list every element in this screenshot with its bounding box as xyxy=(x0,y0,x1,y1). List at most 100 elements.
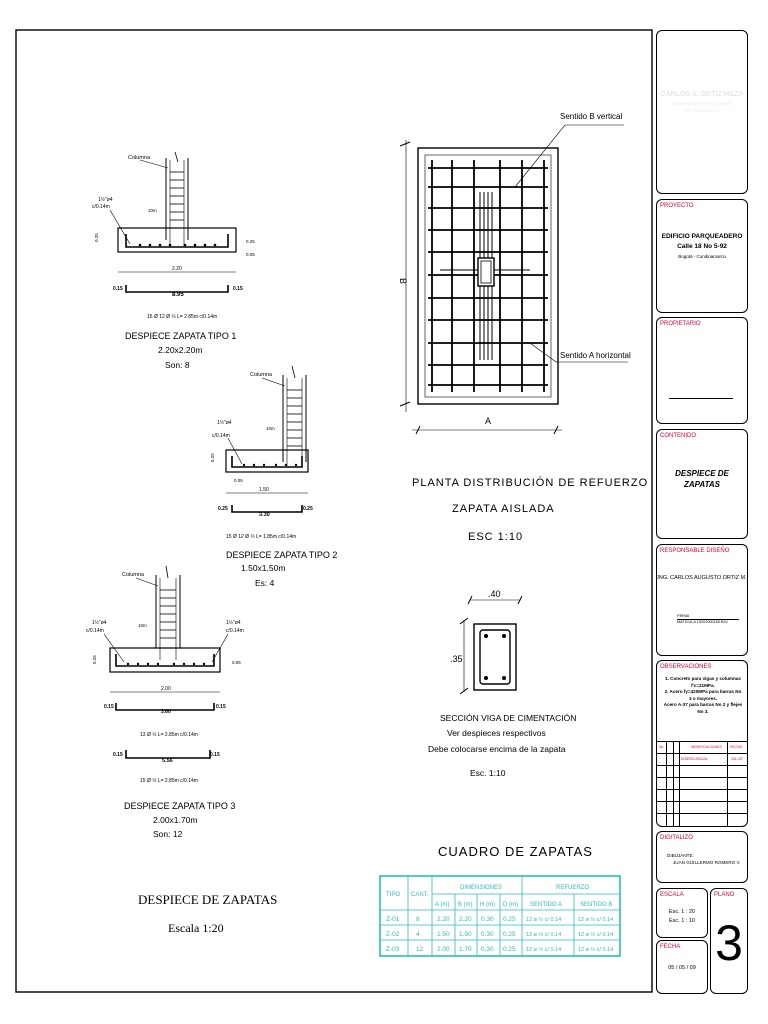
beam-width: .40 xyxy=(488,589,501,599)
dim-label: 0.05 xyxy=(246,252,255,257)
rev-row-desc: DISEÑO INICIAL xyxy=(681,757,708,761)
stirrup-spacing: c/0.14m xyxy=(86,628,104,634)
column-label: Columna xyxy=(128,155,151,161)
schedule-header: REFUERZO xyxy=(556,885,589,891)
detail-count: Es: 4 xyxy=(255,578,275,588)
stirrup-note: 1½"ø4 xyxy=(226,619,241,626)
detail-count: Son: 12 xyxy=(153,829,183,839)
schedule-title: CUADRO DE ZAPATAS xyxy=(438,844,593,859)
observation: 2. Acero fy=420MPa para barras No 3 o ma… xyxy=(664,689,742,701)
schedule-header: TIPO xyxy=(386,892,400,898)
beam-note: Debe colocarse encima de la zapata xyxy=(428,744,566,754)
tb-engineer-box: CARLOS A. ORTIZ MEZA INGENIERO ESTRUCTUR… xyxy=(656,30,748,194)
tb-responsable-box: RESPONSABLE DISEÑO ING. CARLOS AUGUSTO O… xyxy=(656,544,748,656)
plan-dim-a: A xyxy=(485,416,491,426)
tb-observaciones-box: OBSERVACIONES 1. Concreto para vigas y c… xyxy=(656,660,748,827)
sheet-border xyxy=(15,29,653,993)
schedule-header: CANT. xyxy=(411,892,429,898)
schedule-header: SENTIDO A xyxy=(530,902,562,908)
footing-detail-tipo3: Columna 10m 1½"ø4 c/0.14m 1½"ø4 c/0.14m … xyxy=(86,565,244,839)
beam-scale: Esc. 1:10 xyxy=(470,768,506,778)
sheet-number: 3 xyxy=(715,915,743,971)
reinforcement-plan: Sentido B vertical Sentido A horizontal … xyxy=(398,112,647,543)
schedule-cell: 0.30 xyxy=(481,931,494,938)
dim-label: 0.05 xyxy=(234,478,243,483)
tb-plano-box: PLANO 3 xyxy=(710,888,748,994)
matricula: MATICULA 15202000160 BLV xyxy=(677,620,728,624)
stirrup-note: 1½"ø4 xyxy=(92,619,107,626)
schedule-cell: 0.25 xyxy=(503,946,516,953)
tb-proyecto-box: PROYECTO EDIFICIO PARQUEADERO Calle 18 N… xyxy=(656,199,748,313)
tb-label: CONTENIDO xyxy=(660,433,696,439)
schedule-cell: 0.25 xyxy=(503,916,516,923)
dim-label: 10m xyxy=(148,208,157,213)
dim-label: 0.25 xyxy=(218,506,228,512)
schedule-header: H (m) xyxy=(480,902,495,908)
schedule-cell: 0.30 xyxy=(481,946,494,953)
dim-label: 0.15 xyxy=(113,286,123,292)
footing-schedule: CUADRO DE ZAPATAS TIPO CANT. DIMENSIONES… xyxy=(379,844,621,957)
schedule-cell: Z-02 xyxy=(386,931,400,938)
tb-fecha-box: FECHA 05 / 05 / 09 xyxy=(656,940,708,994)
project-address: Calle 18 No 5-92 xyxy=(677,243,727,250)
schedule-cell: 2.20 xyxy=(437,916,450,923)
plan-subtitle: ZAPATA AISLADA xyxy=(452,503,555,515)
plan-scale: ESC 1:10 xyxy=(468,531,523,543)
plan-label-a: Sentido A horizontal xyxy=(560,351,631,360)
beam-height: .35 xyxy=(450,654,463,664)
schedule-cell: 12 ø ½ c/ 0.14 xyxy=(578,931,613,938)
beam-title: SECCIÓN VIGA DE CIMENTACIÓN xyxy=(440,713,576,723)
project-name: EDIFICIO PARQUEADERO xyxy=(661,233,743,240)
schedule-cell: 2.20 xyxy=(459,916,472,923)
engineer-sub2: MAT. 25202-0000 BLV xyxy=(684,109,720,113)
tb-label: OBSERVACIONES xyxy=(660,664,712,670)
dim-label: 0.15 xyxy=(210,752,220,758)
dim-outer: 3.60 xyxy=(161,709,171,715)
content-title: DESPIECE DE ZAPATAS xyxy=(675,469,729,489)
stirrup-note: 1½"ø4 xyxy=(98,196,113,203)
dim-label: 10m xyxy=(266,426,275,431)
project-city: Bogotá - Cundinamarca xyxy=(678,254,726,259)
tb-label: PROPIETARIO xyxy=(660,321,701,327)
dim-label: 10m xyxy=(138,623,147,628)
tb-propietario-box: PROPIETARIO xyxy=(656,317,748,424)
schedule-cell: 12 ø ½ c/ 0.14 xyxy=(578,916,613,923)
observation: 1. Concreto para vigas y columnas f'c=21… xyxy=(665,676,741,688)
tb-contenido-box: CONTENIDO DESPIECE DE ZAPATAS xyxy=(656,429,748,539)
schedule-cell: 1.50 xyxy=(459,931,472,938)
schedule-cell: Z-03 xyxy=(386,946,400,953)
beam-note: Ver despieces respectivos xyxy=(447,728,546,738)
bar-note: 15 Ø ½ L= 2.85m c/0.14m xyxy=(140,777,198,784)
dim-inner: 2.20 xyxy=(172,266,182,272)
dim-outer: 8.95 xyxy=(172,292,184,298)
dibujante-label: DIBUJANTE: xyxy=(667,853,694,858)
column-label: Columna xyxy=(122,572,145,578)
responsible-name: ING. CARLOS AUGUSTO ORTIZ M. xyxy=(657,575,747,581)
tb-escala-box: ESCALA Esc. 1 : 20 Esc. 1 : 10 xyxy=(656,888,708,938)
stirrup-note: 1½"ø4 xyxy=(217,419,232,426)
dim-label: 0.15 xyxy=(113,752,123,758)
dim-label: 0.25 xyxy=(303,506,313,512)
dim-label: 0.15 xyxy=(104,704,114,710)
schedule-cell: 1.50 xyxy=(437,931,450,938)
beam-section: .40 .35 SECCIÓN VIGA DE CIMENTACIÓN Ver … xyxy=(428,589,576,778)
observation: Acero A-37 para barras No 2 y flejes No … xyxy=(663,702,743,714)
dim-inner: 1.50 xyxy=(259,487,269,493)
revisions-table: No MODIFICACIONES FECHA DISEÑO INICIAL J… xyxy=(657,741,747,826)
firma-label: FIRMA xyxy=(677,613,690,618)
rev-header: FECHA xyxy=(730,745,742,749)
plan-label-b: Sentido B vertical xyxy=(560,112,622,121)
dim-outer: 3.30 xyxy=(259,512,270,518)
bar-note: 15 Ø 12 Ø ½ L= 2.85m c/0.14m xyxy=(147,313,217,320)
detail-size: 2.20x2.20m xyxy=(158,345,202,355)
detail-title: DESPIECE ZAPATA TIPO 3 xyxy=(124,801,235,811)
detail-title: DESPIECE ZAPATA TIPO 1 xyxy=(125,331,236,341)
dim-label: 0.25 xyxy=(246,239,255,244)
schedule-header: D (m) xyxy=(503,902,518,908)
schedule-cell: 8 xyxy=(416,916,420,923)
schedule-cell: 12 xyxy=(416,946,424,953)
stirrup-spacing: c/0.14m xyxy=(212,433,230,439)
schedule-cell: 12 ø ½ c/ 0.14 xyxy=(526,916,561,923)
detail-count: Son: 8 xyxy=(165,360,190,370)
signature-line xyxy=(669,398,733,399)
